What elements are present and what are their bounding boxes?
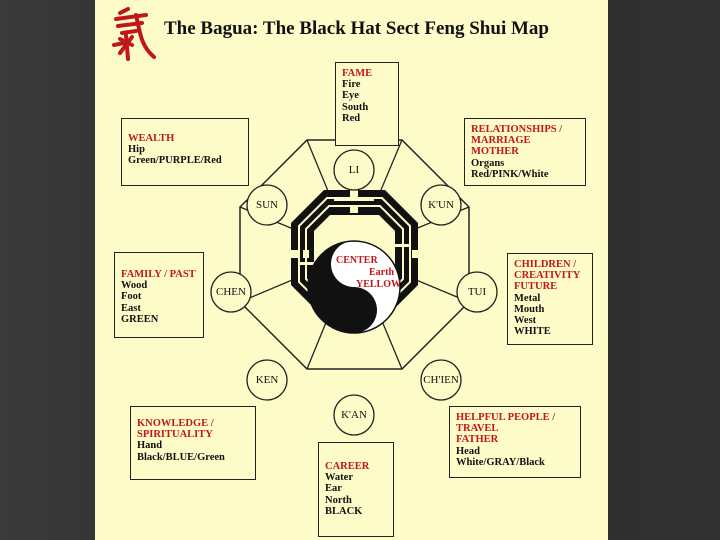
area-heading: TRAVEL	[456, 423, 574, 434]
area-line: Ear	[325, 483, 387, 494]
area-line: Foot	[121, 291, 197, 302]
area-career: CAREER Water Ear North BLACK	[318, 442, 394, 537]
area-relationships: RELATIONSHIPS / MARRIAGE MOTHER Organs R…	[464, 118, 586, 186]
area-heading: MARRIAGE	[471, 135, 579, 146]
area-knowledge: KNOWLEDGE / SPIRITUALITY Hand Black/BLUE…	[130, 406, 256, 480]
area-children: CHILDREN / CREATIVITY FUTURE Metal Mouth…	[507, 253, 593, 345]
area-family: FAMILY / PAST Wood Foot East GREEN	[114, 252, 204, 338]
area-heading: WEALTH	[128, 133, 242, 144]
trigram-sun: SUN	[245, 199, 289, 211]
area-line: West	[514, 315, 586, 326]
trigram-kan: K'AN	[332, 409, 376, 421]
area-line: Red/PINK/White	[471, 169, 579, 180]
trigram-kun: K'UN	[419, 199, 463, 211]
area-line: Water	[325, 472, 387, 483]
area-heading: KNOWLEDGE /	[137, 418, 249, 429]
area-line: South	[342, 102, 392, 113]
area-line: Black/BLUE/Green	[137, 452, 249, 463]
area-heading: CHILDREN /	[514, 259, 586, 270]
area-line: Mouth	[514, 304, 586, 315]
center-label: CENTER Earth YELLOW	[336, 255, 401, 291]
area-heading: CREATIVITY	[514, 270, 586, 281]
area-heading: MOTHER	[471, 146, 579, 157]
trigram-li: LI	[332, 164, 376, 176]
center-element: Earth	[336, 267, 401, 279]
area-line: Fire	[342, 79, 392, 90]
area-line: Head	[456, 446, 574, 457]
area-heading: FUTURE	[514, 281, 586, 292]
trigram-chien: CH'IEN	[419, 374, 463, 386]
area-heading: CAREER	[325, 461, 387, 472]
area-line: Metal	[514, 293, 586, 304]
trigram-chen: CHEN	[209, 286, 253, 298]
center-color: YELLOW	[336, 279, 401, 291]
area-line: Hip	[128, 144, 242, 155]
area-line: Wood	[121, 280, 197, 291]
area-line: WHITE	[514, 326, 586, 337]
area-line: GREEN	[121, 314, 197, 325]
area-fame: FAME Fire Eye South Red	[335, 62, 399, 146]
area-line: White/GRAY/Black	[456, 457, 574, 468]
area-wealth: WEALTH Hip Green/PURPLE/Red	[121, 118, 249, 186]
area-helpful-people: HELPFUL PEOPLE / TRAVEL FATHER Head Whit…	[449, 406, 581, 478]
area-line: East	[121, 303, 197, 314]
area-heading: SPIRITUALITY	[137, 429, 249, 440]
trigram-ken: KEN	[245, 374, 289, 386]
area-line: North	[325, 495, 387, 506]
area-line: Red	[342, 113, 392, 124]
area-line: Hand	[137, 440, 249, 451]
area-line: BLACK	[325, 506, 387, 517]
area-heading: RELATIONSHIPS /	[471, 124, 579, 135]
area-line: Organs	[471, 158, 579, 169]
area-heading: FATHER	[456, 434, 574, 445]
trigram-tui: TUI	[455, 286, 499, 298]
area-heading: FAMILY / PAST	[121, 269, 197, 280]
area-line: Green/PURPLE/Red	[128, 155, 242, 166]
area-heading: FAME	[342, 68, 392, 79]
area-heading: HELPFUL PEOPLE /	[456, 412, 574, 423]
center-heading: CENTER	[336, 255, 401, 267]
area-line: Eye	[342, 90, 392, 101]
